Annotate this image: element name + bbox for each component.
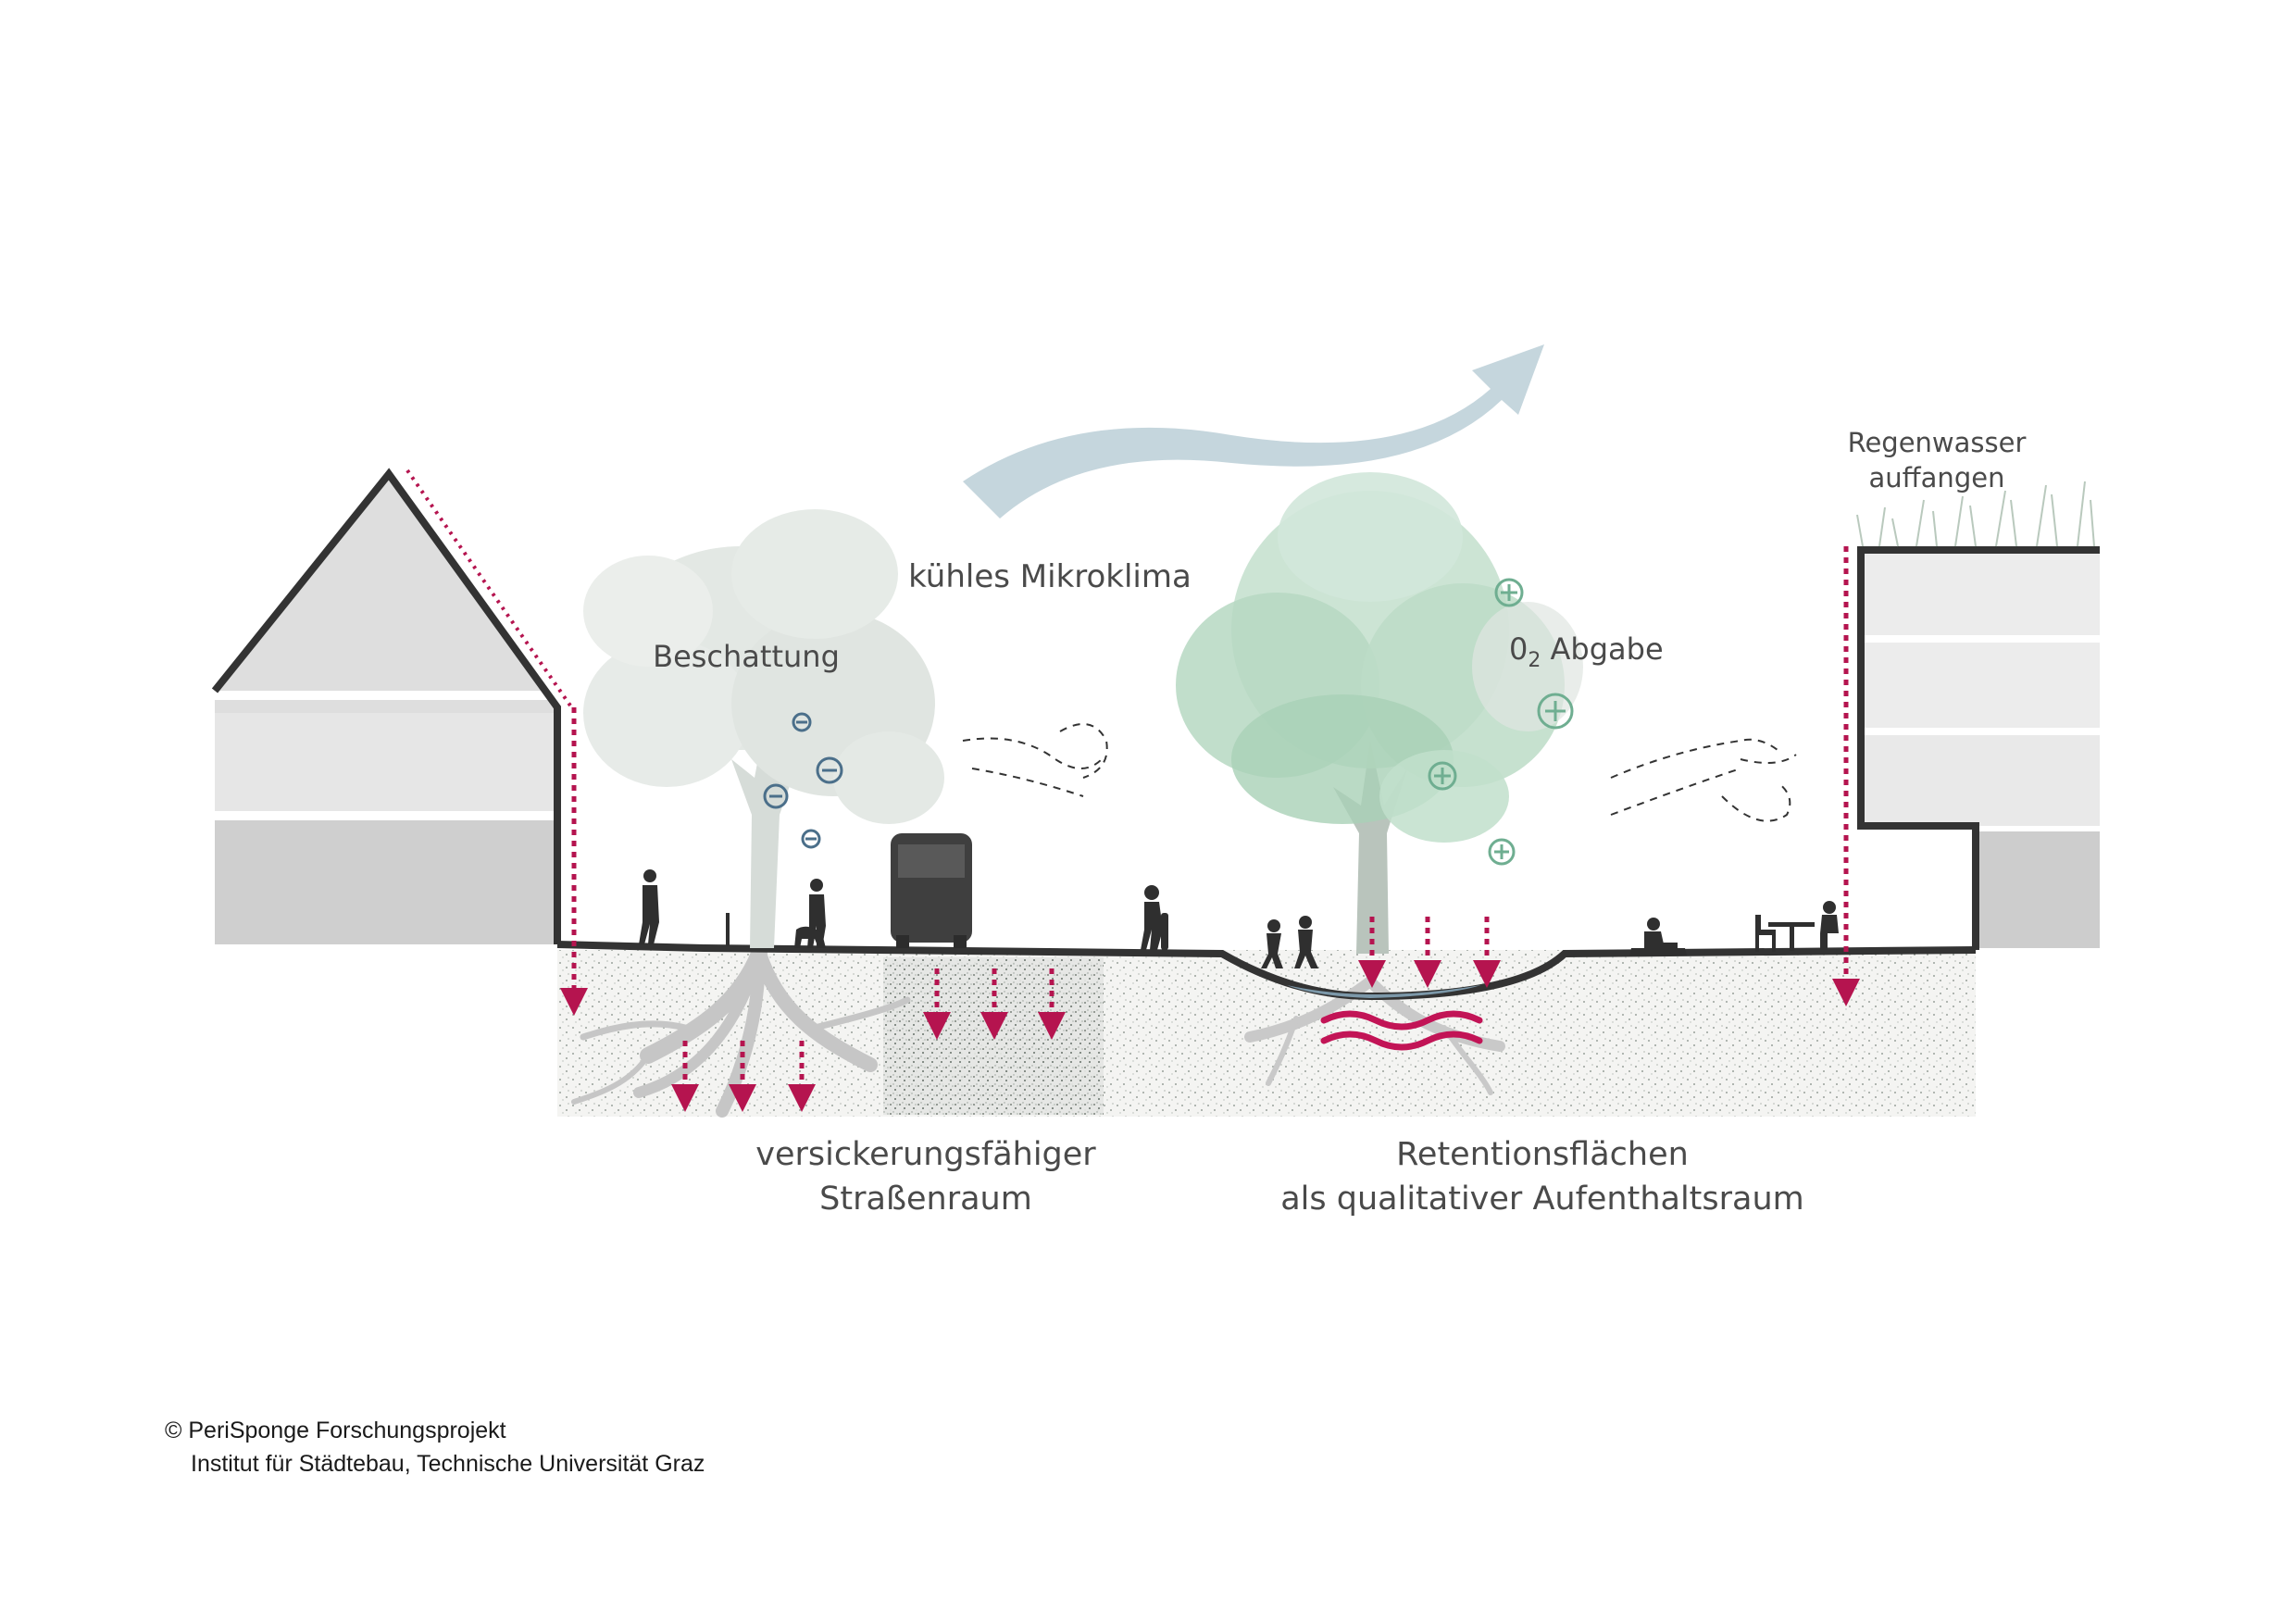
plus-symbol-icon	[1428, 578, 1574, 866]
label-shading: Beschattung	[653, 639, 840, 674]
label-retention-line2: als qualitativer Aufenthaltsraum	[1280, 1181, 1804, 1218]
rain-arrow-icon	[406, 468, 1860, 1112]
label-oxygen-prefix: 0	[1509, 631, 1528, 667]
tree-left	[583, 509, 944, 948]
right-building	[1856, 481, 2100, 950]
left-house	[211, 468, 561, 944]
credit-line1: © PeriSponge Forschungsprojekt	[165, 1418, 506, 1443]
label-oxygen-subscript: 2	[1528, 649, 1541, 672]
minus-symbol-icon	[763, 712, 843, 849]
label-street-line1: versickerungsfähiger	[755, 1136, 1096, 1173]
wind-swirl-icon	[962, 723, 1797, 822]
label-rain-line2: auffangen	[1869, 462, 2005, 493]
air-flow-arrow-icon	[963, 344, 1544, 518]
label-rain-line1: Regenwasser	[1848, 427, 2027, 458]
copyright-credit: © PeriSponge Forschungsprojekt Institut …	[165, 1414, 705, 1480]
label-microclimate: kühles Mikroklima	[908, 558, 1192, 595]
water-wave-icon	[1320, 1010, 1483, 1051]
people-silhouettes	[639, 869, 1839, 968]
label-street-line2: Straßenraum	[819, 1181, 1032, 1218]
bus-silhouette	[891, 833, 972, 948]
tree-right	[1176, 472, 1583, 954]
label-retention-line1: Retentionsflächen	[1396, 1136, 1689, 1173]
retention-water	[1287, 985, 1481, 998]
green-roof-grass	[1856, 481, 2095, 547]
label-oxygen: 02 Abgabe	[1509, 631, 1664, 672]
credit-line2: Institut für Städtebau, Technische Unive…	[191, 1451, 705, 1477]
label-oxygen-suffix: Abgabe	[1541, 631, 1663, 667]
